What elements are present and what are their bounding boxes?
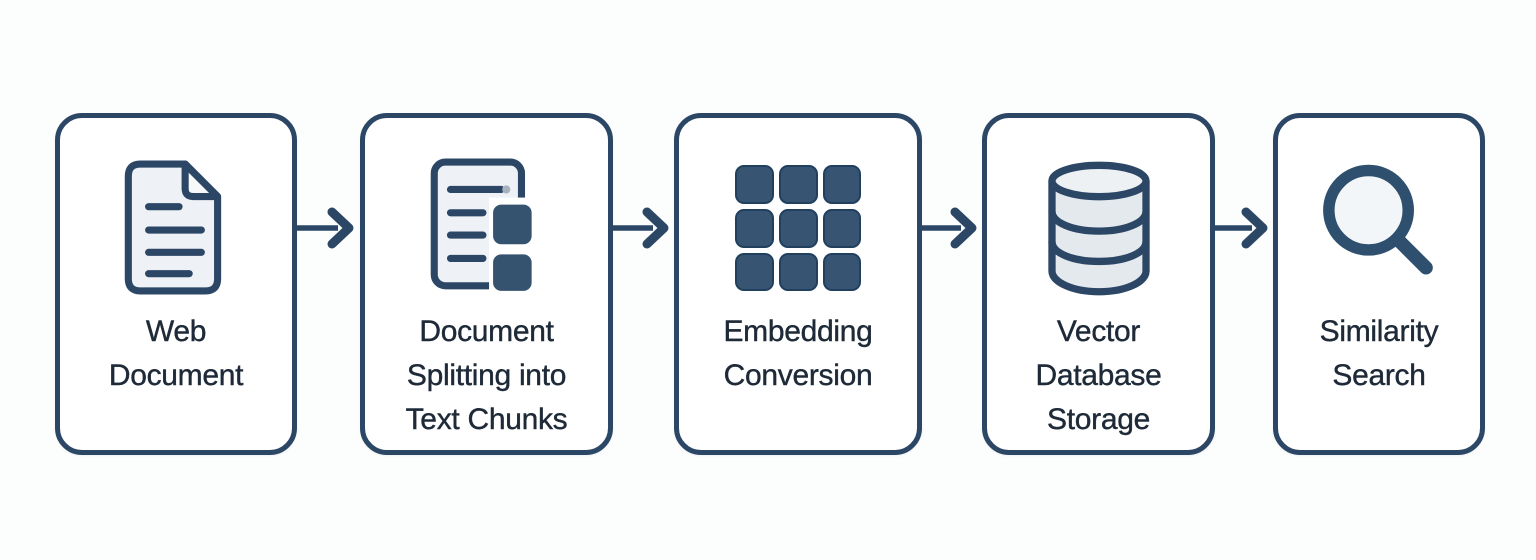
flow-step-label: Web Document: [60, 310, 292, 398]
document-split-icon: [365, 152, 608, 304]
flow-step-document-splitting: Document Splitting into Text Chunks: [360, 113, 613, 455]
label-line: Text Chunks: [405, 403, 568, 436]
label-line: Web: [145, 315, 207, 348]
label-line: Document: [419, 315, 554, 348]
search-icon: [1278, 152, 1480, 304]
label-line: Conversion: [723, 359, 873, 392]
flow-step-label: Document Splitting into Text Chunks: [365, 310, 608, 442]
label-line: Document: [108, 359, 244, 392]
flow-step-similarity-search: Similarity Search: [1273, 113, 1485, 455]
document-icon: [60, 152, 292, 304]
label-line: Splitting into: [406, 359, 567, 392]
label-line: Embedding: [723, 315, 873, 348]
flow-arrow-icon: [921, 206, 981, 250]
flow-arrow-icon: [1214, 206, 1272, 250]
flow-arrow-icon: [612, 206, 673, 250]
flow-step-label: Similarity Search: [1278, 310, 1480, 398]
label-line: Database: [1035, 359, 1162, 392]
flow-step-vector-database: Vector Database Storage: [982, 113, 1215, 455]
label-line: Storage: [1047, 403, 1151, 436]
label-line: Vector: [1056, 315, 1141, 348]
label-line: Search: [1332, 359, 1426, 392]
flow-step-web-document: Web Document: [55, 113, 297, 455]
database-icon: [987, 152, 1210, 304]
label-line: Similarity: [1319, 315, 1439, 348]
flow-arrow-icon: [296, 206, 358, 250]
flow-step-label: Vector Database Storage: [987, 310, 1210, 442]
embedding-grid-icon: [679, 152, 917, 304]
flow-step-label: Embedding Conversion: [679, 310, 917, 398]
flow-step-embedding-conversion: Embedding Conversion: [674, 113, 922, 455]
